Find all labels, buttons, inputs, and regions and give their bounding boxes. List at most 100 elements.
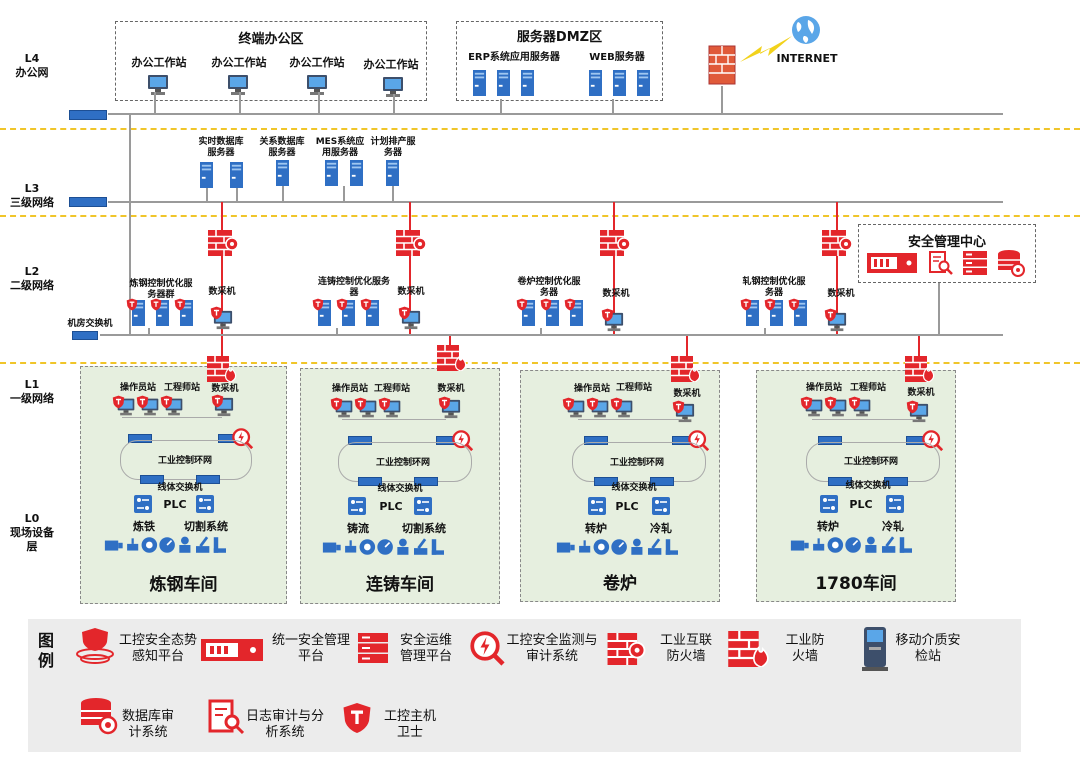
plc-label: PLC xyxy=(379,500,403,513)
line-switch-icon xyxy=(650,477,674,486)
collector-pc-icon xyxy=(438,396,461,419)
legend-label: 安全运维管理平台 xyxy=(399,633,452,664)
office-ws-label: 办公工作站 xyxy=(131,56,187,69)
host-pc-group-icon xyxy=(330,397,401,418)
industrial-internet-firewall-icon xyxy=(208,230,238,256)
separator-l2-l1 xyxy=(0,362,1080,364)
l3-l2-red-link xyxy=(836,202,838,230)
collector-label: 数采机 xyxy=(437,384,465,394)
collector-pc-icon xyxy=(211,394,234,417)
l4-network-line xyxy=(108,113,1003,115)
collector-pc-icon xyxy=(601,308,624,332)
l3-server-label: 关系数据库服务器 xyxy=(259,137,305,158)
pc-bus-line xyxy=(342,419,446,440)
ring-label: 工业控制环网 xyxy=(375,458,430,468)
workstation-icon xyxy=(226,74,250,96)
l2-group-label: 炼钢控制优化服务器群 xyxy=(129,279,193,300)
industrial-internet-firewall-icon xyxy=(822,230,852,256)
process-label: 冷轧 xyxy=(882,520,904,533)
l3-l2-uplink xyxy=(129,202,131,334)
engineer-label: 工程师站 xyxy=(849,383,886,393)
office-ws-label: 办公工作站 xyxy=(211,56,267,69)
process-label: 转炉 xyxy=(817,520,839,533)
process-label: 冷轧 xyxy=(650,522,672,535)
l2-l1-red-link xyxy=(918,336,920,358)
room-switch-label: 机房交换机 xyxy=(67,319,113,329)
collector-label: 数采机 xyxy=(673,389,701,399)
server-icon xyxy=(637,70,650,96)
server-icon xyxy=(386,160,399,186)
legend-label: 日志审计与分析系统 xyxy=(246,709,325,740)
l3-l2-red-link xyxy=(221,202,223,230)
host-pc-group-icon xyxy=(112,395,183,416)
industrial-ring-network xyxy=(120,440,252,480)
security-ops-icon xyxy=(358,633,388,663)
firewall-icon xyxy=(708,45,736,85)
server-group-icon xyxy=(312,298,379,326)
industrial-internet-firewall-icon xyxy=(600,230,630,256)
collector-pc-icon xyxy=(398,306,421,330)
workshop-name: 炼钢车间 xyxy=(149,575,218,595)
server-link xyxy=(236,188,238,201)
line-switch-label: 线体交换机 xyxy=(157,483,203,493)
log-audit-icon xyxy=(929,251,953,275)
field-devices-icon xyxy=(556,537,680,557)
security-management-center: 安全管理中心 xyxy=(858,224,1036,283)
workshop-name: 连铸车间 xyxy=(366,575,434,595)
collector-label: 数采机 xyxy=(907,388,935,398)
operator-label: 操作员站 xyxy=(331,384,368,394)
l2-l1-red-link xyxy=(686,336,688,358)
industrial-firewall-icon xyxy=(726,631,770,667)
industrial-internet-firewall-icon xyxy=(396,230,426,256)
dmz-link xyxy=(612,99,614,113)
l3-l2-red-link xyxy=(613,202,615,230)
pc-bus-line xyxy=(578,419,684,440)
office-zone-title: 终端办公区 xyxy=(238,32,304,47)
log-audit-icon xyxy=(208,699,244,735)
l2-red-link xyxy=(836,256,838,334)
smc-title: 安全管理中心 xyxy=(907,235,986,250)
unified-security-platform-icon xyxy=(201,639,263,661)
legend-panel: 图例 工控安全态势感知平台 统一安全管理平台 安全运维管理平台 工控安全监测与审… xyxy=(28,619,1021,752)
industrial-firewall-icon xyxy=(436,345,468,371)
plc-label: PLC xyxy=(615,500,639,513)
l3-network-line xyxy=(108,201,1003,203)
line-switch-icon xyxy=(884,477,908,486)
process-label: 切割系统 xyxy=(184,520,228,533)
process-label: 铸流 xyxy=(347,522,369,535)
group-link xyxy=(764,328,766,334)
database-audit-icon xyxy=(998,250,1025,277)
ring-label: 工业控制环网 xyxy=(609,458,664,468)
dmz-zone: 服务器DMZ区 ERP系统应用服务器 WEB服务器 xyxy=(456,21,663,101)
line-switch-icon xyxy=(828,477,852,486)
line-switch-label: 线体交换机 xyxy=(377,484,423,494)
line-switch-icon xyxy=(594,477,618,486)
dmz-link xyxy=(500,99,502,113)
operator-label: 操作员站 xyxy=(573,384,610,394)
industrial-ring-network xyxy=(338,442,472,482)
plc-icon xyxy=(588,497,606,515)
plc-icon xyxy=(652,497,670,515)
database-audit-icon xyxy=(81,698,118,735)
mobile-media-kiosk-icon xyxy=(862,627,888,671)
line-switch-icon xyxy=(196,475,220,484)
operator-label: 操作员站 xyxy=(119,383,156,393)
l4-l3-uplink xyxy=(129,114,131,202)
process-label: 切割系统 xyxy=(402,522,446,535)
ring-label: 工业控制环网 xyxy=(157,456,212,466)
legend-label: 统一安全管理平台 xyxy=(272,633,351,664)
ring-switch-icon xyxy=(128,434,152,443)
field-devices-icon xyxy=(790,535,914,555)
field-devices-icon xyxy=(104,535,228,555)
l2-group-label: 轧钢控制优化服务器 xyxy=(742,277,806,298)
web-server-label: WEB服务器 xyxy=(589,52,645,63)
l2-red-link xyxy=(409,256,411,334)
server-icon xyxy=(613,70,626,96)
l2-group-label: 连铸控制优化服务器 xyxy=(318,277,391,298)
l2-red-link xyxy=(613,256,615,334)
workstation-icon xyxy=(146,74,170,96)
host-pc-group-icon xyxy=(800,396,871,417)
